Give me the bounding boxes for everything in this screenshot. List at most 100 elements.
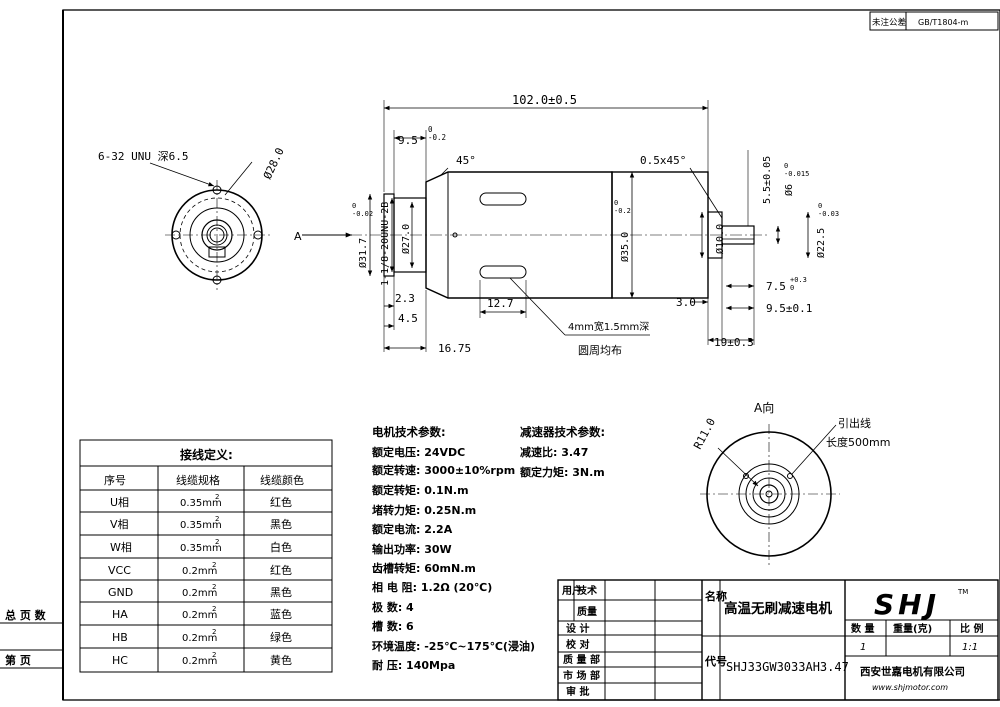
qty-label: 数 量: [851, 622, 874, 635]
row-label: HC: [112, 654, 128, 667]
scale-label: 比 例: [960, 622, 983, 635]
flange-thread-dim: 1-1/8-20UNU-2B: [380, 202, 391, 286]
row-spec-sup: 2: [215, 538, 219, 546]
wiring-header-color: 线缆颜色: [260, 473, 304, 487]
row-spec-sup: 2: [212, 651, 216, 659]
dim-19: 19±0.3: [714, 336, 754, 349]
tolerance-standard-box: 未注公差 GB/T1804-m: [869, 11, 999, 31]
spec-line: 齿槽转矩: 60mN.m: [372, 561, 476, 575]
dim-16-75: 16.75: [438, 342, 471, 355]
bolt-circle-label: Ø28.0: [261, 146, 287, 182]
flange-tol: 0-0.2: [428, 125, 446, 142]
row-label: HA: [112, 608, 128, 621]
row-spec-sup: 2: [212, 561, 216, 569]
shaft-flat-dim: 9.5±0.1: [766, 302, 812, 315]
table-row: HC 0.2mm 2 黄色: [112, 651, 292, 667]
table-row: HB 0.2mm 2 绿色: [112, 628, 292, 644]
shaft-tip-tol: 0-0.03: [818, 202, 839, 218]
spec-line: 额定电流: 2.2A: [372, 522, 453, 536]
row-spec: 0.35mm: [180, 520, 222, 531]
page-number-label: 第 页: [5, 653, 31, 667]
pilot-tol: 0-0.02: [352, 202, 373, 218]
row-label: V相: [110, 518, 129, 531]
table-row: HA 0.2mm 2 蓝色: [112, 605, 292, 621]
dim-2-3: 2.3: [395, 292, 415, 305]
flat-height-dim: 5.5±0.05: [762, 156, 773, 204]
row-spec-sup: 2: [215, 515, 219, 523]
row-spec-sup: 2: [212, 583, 216, 591]
body-dia-dim: Ø35.0: [619, 232, 631, 262]
shaft-tip-dia-dim: Ø22.5: [815, 228, 827, 258]
row-label: U相: [110, 496, 129, 509]
total-pages-label: 总 页 数: [5, 608, 47, 622]
row-color: 白色: [270, 540, 292, 554]
approve-label: 审 批: [566, 685, 589, 698]
row-label: GND: [108, 586, 133, 599]
table-row: U相 0.35mm 2 红色: [110, 493, 292, 509]
quality-label: 质量: [577, 605, 597, 618]
chamfer-right-dim: 0.5x45°: [640, 154, 686, 167]
gear-specs: 减速器技术参数: 减速比: 3.47 额定力矩: 3N.m: [520, 425, 605, 479]
row-label: HB: [112, 631, 128, 644]
title-block: [557, 579, 999, 701]
wiring-header-spec: 线缆规格: [176, 473, 220, 487]
key-length-dim: 7.5: [766, 280, 786, 293]
table-row: VCC 0.2mm 2 红色: [108, 561, 292, 577]
table-row: V相 0.35mm 2 黑色: [110, 515, 292, 531]
row-color: 黄色: [270, 653, 292, 667]
row-spec-sup: 2: [212, 605, 216, 613]
pilot-dia-dim: Ø31.7: [357, 238, 369, 268]
spec-line: 相 电 阻: 1.2Ω (20℃): [372, 580, 492, 594]
row-label: W相: [110, 541, 132, 554]
row-spec-sup: 2: [212, 628, 216, 636]
wiring-table: [79, 439, 333, 673]
body-tol: 0-0.2: [614, 199, 631, 215]
row-spec: 0.2mm: [182, 656, 217, 667]
gear-spec-line: 减速比: 3.47: [520, 445, 588, 459]
spec-line: 堵转力矩: 0.25N.m: [372, 503, 476, 517]
user-label: 用户: [561, 584, 582, 597]
company-website: www.shjmotor.com: [872, 683, 948, 692]
flange-thickness-dim: 9.5: [398, 134, 418, 147]
design-label: 设 计: [566, 622, 589, 635]
row-color: 黑色: [270, 585, 292, 599]
shaft-dia-dim: Ø6: [783, 184, 795, 196]
radius-label: R11.0: [691, 416, 718, 451]
table-row: W相 0.35mm 2 白色: [110, 538, 292, 554]
spec-line: 极 数: 4: [372, 600, 414, 614]
chamfer-left-dim: 45°: [456, 154, 476, 167]
side-view: [302, 100, 811, 352]
scale-value: 1:1: [962, 642, 978, 653]
front-view: [149, 161, 270, 290]
spec-line: 额定转速: 3000±10%rpm: [372, 463, 515, 477]
row-color: 蓝色: [270, 607, 292, 621]
row-spec: 0.2mm: [182, 610, 217, 621]
dim-3-0: 3.0: [676, 296, 696, 309]
trademark-mark: TM: [957, 588, 968, 596]
standard-value: GB/T1804-m: [918, 18, 969, 27]
wiring-title: 接线定义:: [180, 447, 233, 462]
row-color: 红色: [270, 563, 292, 577]
product-code: SHJ33GW3033AH3.47: [726, 660, 849, 674]
neck-dia-dim: Ø27.0: [400, 224, 412, 254]
spec-line: 额定电压: 24VDC: [372, 445, 465, 459]
slot-note-1: 4mm宽1.5mm深: [568, 320, 649, 333]
motor-specs: 电机技术参数: 额定电压: 24VDC 额定转速: 3000±10%rpm 额定…: [372, 425, 535, 672]
spec-line: 输出功率: 30W: [372, 542, 452, 556]
market-dept-label: 市 场 部: [563, 669, 600, 682]
row-spec: 0.2mm: [182, 633, 217, 644]
row-spec: 0.35mm: [180, 543, 222, 554]
gear-specs-title: 减速器技术参数:: [520, 425, 605, 439]
wiring-header-index: 序号: [104, 473, 126, 487]
standard-label: 未注公差: [872, 17, 906, 28]
qa-dept-label: 质 量 部: [563, 653, 600, 666]
dim-12-7: 12.7: [487, 297, 514, 310]
row-spec: 0.2mm: [182, 566, 217, 577]
row-color: 黑色: [270, 517, 292, 531]
view-a: [700, 424, 840, 566]
dim-4-5: 4.5: [398, 312, 418, 325]
row-color: 绿色: [270, 630, 292, 644]
